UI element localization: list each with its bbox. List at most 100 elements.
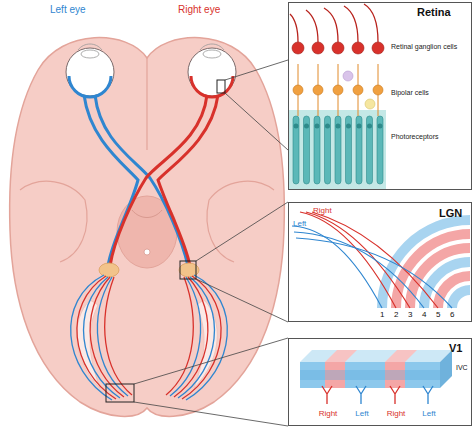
radiation-fiber xyxy=(84,277,120,398)
lgn-fiber xyxy=(312,212,438,308)
panel-label: Bipolar cells xyxy=(391,89,429,96)
v1-neurons xyxy=(322,386,433,404)
panel-label: Photoreceptors xyxy=(391,133,438,140)
radiation-fiber xyxy=(166,277,193,395)
left-cornea xyxy=(78,44,102,50)
right-cornea xyxy=(200,44,224,50)
optic-fiber-left-nasal xyxy=(95,95,188,266)
temporal-lobe-left xyxy=(20,181,87,262)
photoreceptor xyxy=(314,116,320,184)
left-eyeball xyxy=(66,48,114,96)
panel-label: Right xyxy=(387,410,406,418)
brain-midline xyxy=(146,58,147,150)
ganglion-cell xyxy=(312,42,324,54)
leader-line xyxy=(134,338,288,426)
photoreceptor xyxy=(304,116,310,184)
column-top-face xyxy=(385,350,417,362)
photoreceptor-nuclei xyxy=(294,124,383,129)
thalamic-afferent xyxy=(390,386,400,404)
panel-label: Left xyxy=(422,410,435,418)
left-lens xyxy=(81,50,99,58)
nucleus xyxy=(315,124,320,129)
axon xyxy=(306,10,318,42)
ganglion-cells xyxy=(292,42,384,54)
lgn-fibers xyxy=(292,212,452,308)
thalamic-afferent xyxy=(322,386,332,404)
panel-title: Retina xyxy=(417,7,451,18)
panel-label: 3 xyxy=(408,311,412,319)
panel-label: IVC xyxy=(456,364,468,371)
lgn-layer xyxy=(424,262,470,308)
ganglion-axons xyxy=(290,4,378,42)
optic-radiation-right xyxy=(166,275,227,400)
lgn-layer xyxy=(438,276,470,308)
photoreceptor xyxy=(367,116,373,184)
panel-label: 2 xyxy=(394,311,398,319)
panel-label: Right xyxy=(319,410,338,418)
ganglion-cell xyxy=(372,42,384,54)
ganglion-cell xyxy=(352,42,364,54)
nucleus xyxy=(304,124,309,129)
column-top-face xyxy=(325,350,357,362)
cortex-front-face xyxy=(300,362,440,388)
radiation-fiber xyxy=(90,277,124,397)
eye-label: Right eye xyxy=(178,5,220,15)
photoreceptor xyxy=(356,116,362,184)
nucleus xyxy=(336,124,341,129)
photoreceptor xyxy=(325,116,331,184)
axon xyxy=(324,8,338,42)
radiation-fiber xyxy=(182,276,221,399)
radiation-fiber xyxy=(105,277,132,395)
ganglion-cell xyxy=(292,42,304,54)
leader-line xyxy=(225,60,288,150)
panel-title: V1 xyxy=(449,343,462,354)
ganglion-cell xyxy=(332,42,344,54)
axon xyxy=(290,14,298,42)
radiation-fiber xyxy=(97,277,128,396)
radiation-fiber xyxy=(77,276,116,399)
cerebral-aqueduct xyxy=(144,249,150,255)
inset-panel: RetinaRetinal ganglion cellsBipolar cell… xyxy=(288,2,472,190)
photoreceptor-layer xyxy=(289,110,386,189)
panel-label: Right xyxy=(313,207,332,215)
axon xyxy=(364,4,378,42)
optic-fiber-right-nasal xyxy=(110,95,207,266)
panel-label: 1 xyxy=(380,311,384,319)
bipolar-cell xyxy=(353,85,363,95)
nucleus xyxy=(325,124,330,129)
photoreceptor xyxy=(346,116,352,184)
photoreceptor xyxy=(293,116,299,184)
cortex-side-face xyxy=(440,350,452,388)
photoreceptors xyxy=(293,116,383,184)
eye-label: Left eye xyxy=(50,5,86,15)
thalamic-afferent xyxy=(356,386,366,404)
axon xyxy=(344,6,358,42)
bipolar-cell xyxy=(293,85,303,95)
bipolar-cell xyxy=(333,85,343,95)
amacrine-cell xyxy=(343,71,353,81)
bipolar-cell xyxy=(373,85,383,95)
midbrain-fold xyxy=(132,210,162,218)
optic-fiber-left-temporal xyxy=(84,95,138,266)
zoom-marker xyxy=(106,384,134,402)
bipolar-cell xyxy=(313,85,323,95)
inset-panel: LGNLeftRight123456 xyxy=(288,202,472,322)
brain-outline xyxy=(10,38,285,417)
panel-title: LGN xyxy=(439,208,462,219)
inset-panel: V1IVC Right Left Right Left xyxy=(288,338,472,426)
cortex-top-face xyxy=(300,350,452,362)
radiation-fiber xyxy=(174,277,208,397)
layer-ivc-band xyxy=(300,370,440,380)
panel-label: 6 xyxy=(450,311,454,319)
panel-label: Retinal ganglion cells xyxy=(391,43,457,50)
nucleus xyxy=(357,124,362,129)
nucleus xyxy=(367,124,372,129)
lgn-layer xyxy=(452,290,470,308)
nucleus xyxy=(294,124,299,129)
panel-label: Left xyxy=(355,410,368,418)
left-lgn xyxy=(99,263,119,277)
horizontal-cell xyxy=(365,99,375,109)
photoreceptor xyxy=(377,116,383,184)
